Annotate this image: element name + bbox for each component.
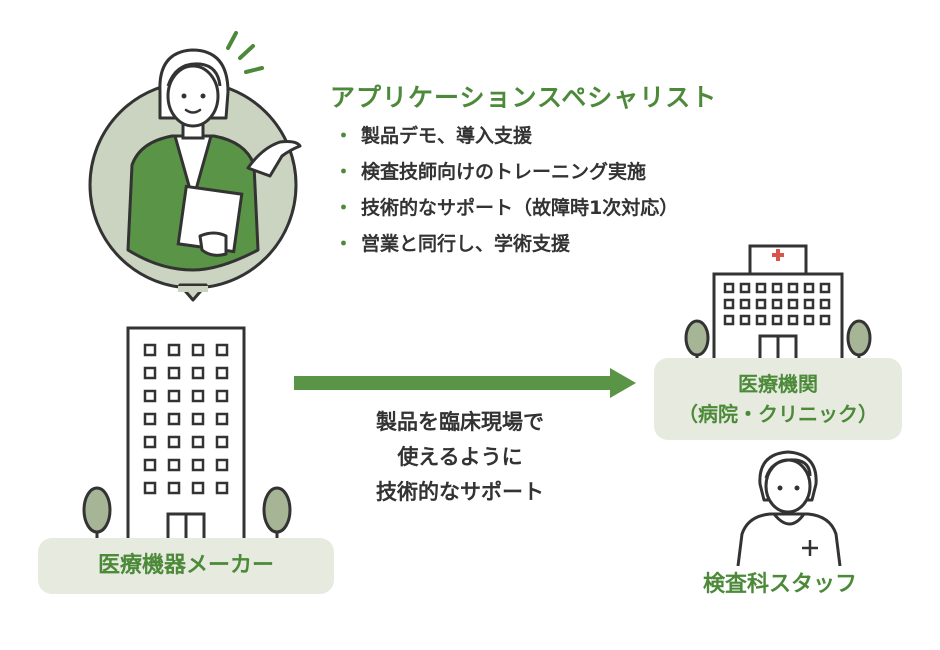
building-window — [755, 314, 767, 326]
duty-text: 技術的なサポート（故障時1次対応） — [361, 197, 679, 219]
duty-text: 営業と同行し、学術支援 — [361, 233, 571, 255]
building-window — [143, 481, 157, 495]
building-window — [215, 366, 229, 380]
hospital-label-line2: （病院・クリニック） — [678, 402, 878, 426]
building-window — [143, 458, 157, 472]
bullet-dot: ・ — [334, 197, 354, 219]
arrow-caption: 製品を臨床現場で 使えるように 技術的なサポート — [330, 405, 590, 510]
tree-icon — [684, 319, 710, 360]
building-window — [215, 412, 229, 426]
tree-icon — [846, 319, 872, 360]
building-window — [167, 366, 181, 380]
tree-icon — [82, 486, 112, 542]
specialist-duties-list: ・製品デモ、導入支援 ・検査技師向けのトレーニング実施 ・技術的なサポート（故障… — [334, 118, 678, 262]
bullet-dot: ・ — [334, 125, 354, 147]
building-window — [723, 314, 735, 326]
building-window — [143, 389, 157, 403]
building-window — [167, 412, 181, 426]
building-window — [771, 314, 783, 326]
building-window — [143, 366, 157, 380]
building-window — [723, 282, 735, 294]
building-window — [191, 343, 205, 357]
maker-building-icon — [126, 326, 246, 544]
arrow-right-icon — [294, 368, 636, 398]
building-window — [819, 298, 831, 310]
tree-icon — [262, 486, 292, 542]
arrow-caption-line: 技術的なサポート — [376, 480, 544, 504]
building-window — [215, 389, 229, 403]
duty-item: ・検査技師向けのトレーニング実施 — [334, 154, 678, 190]
building-window — [803, 314, 815, 326]
building-window — [787, 314, 799, 326]
duty-text: 製品デモ、導入支援 — [361, 125, 533, 147]
building-window — [167, 481, 181, 495]
building-window — [755, 298, 767, 310]
staff-person-icon — [736, 450, 842, 567]
duty-item: ・営業と同行し、学術支援 — [334, 226, 678, 262]
bullet-dot: ・ — [334, 233, 354, 255]
duty-item: ・技術的なサポート（故障時1次対応） — [334, 190, 678, 226]
building-window — [191, 412, 205, 426]
building-window — [787, 298, 799, 310]
building-window — [191, 389, 205, 403]
maker-label: 医療機器メーカー — [38, 538, 334, 594]
building-window — [723, 298, 735, 310]
building-window — [215, 435, 229, 449]
arrow-caption-line: 製品を臨床現場で — [376, 410, 544, 434]
specialist-title: アプリケーションスペシャリスト — [330, 83, 718, 112]
building-window — [739, 314, 751, 326]
building-window — [215, 343, 229, 357]
building-window — [803, 298, 815, 310]
building-window — [143, 435, 157, 449]
building-window — [771, 298, 783, 310]
building-window — [215, 481, 229, 495]
building-window — [143, 343, 157, 357]
building-window — [191, 366, 205, 380]
building-window — [803, 282, 815, 294]
specialist-person-icon — [88, 31, 302, 302]
hospital-label-line1: 医療機関 — [738, 372, 818, 396]
duty-item: ・製品デモ、導入支援 — [334, 118, 678, 154]
bullet-dot: ・ — [334, 161, 354, 183]
building-window — [167, 389, 181, 403]
building-window — [191, 435, 205, 449]
hospital-building-icon — [712, 244, 844, 362]
building-window — [755, 282, 767, 294]
building-window — [739, 298, 751, 310]
building-window — [191, 458, 205, 472]
building-window — [191, 481, 205, 495]
building-window — [167, 435, 181, 449]
building-window — [143, 412, 157, 426]
building-window — [167, 458, 181, 472]
building-window — [819, 282, 831, 294]
building-window — [167, 343, 181, 357]
hospital-label: 医療機関 （病院・クリニック） — [654, 358, 902, 440]
arrow-caption-line: 使えるように — [397, 445, 523, 469]
hospital-cross-icon — [772, 249, 784, 261]
duty-text: 検査技師向けのトレーニング実施 — [361, 161, 647, 183]
building-window — [787, 282, 799, 294]
building-window — [739, 282, 751, 294]
building-window — [771, 282, 783, 294]
staff-label: 検査科スタッフ — [702, 572, 857, 597]
building-window — [819, 314, 831, 326]
building-window — [215, 458, 229, 472]
